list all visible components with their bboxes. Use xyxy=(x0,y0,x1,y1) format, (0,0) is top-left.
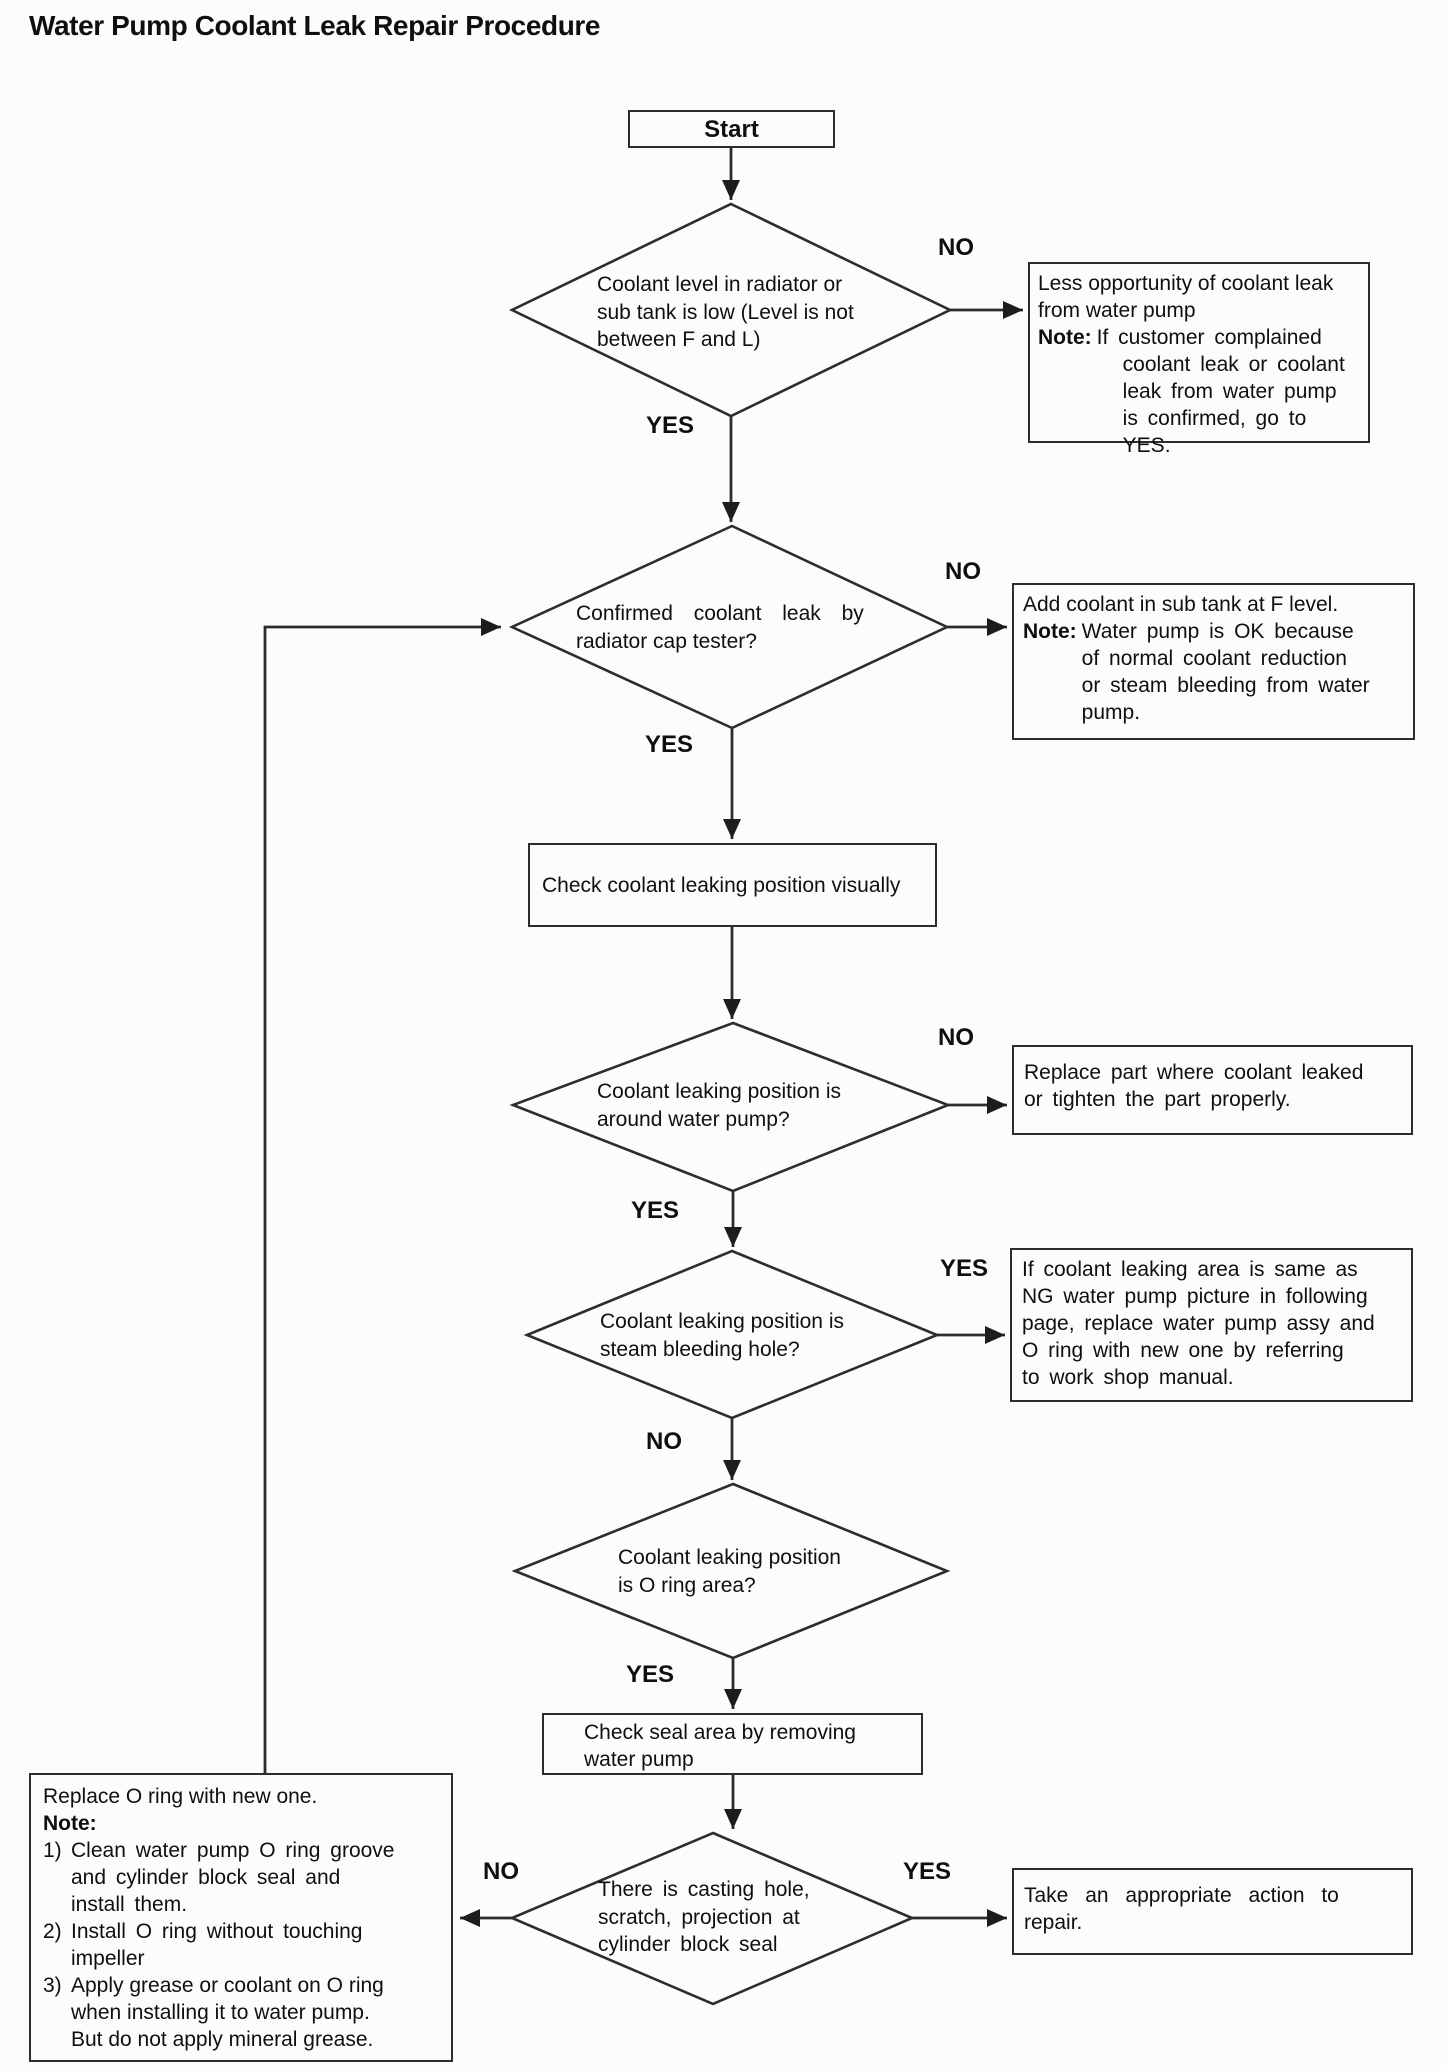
list-item-number: 2) xyxy=(43,1920,62,1943)
box-replace-oring: Replace O ring with new one. Note: 1) Cl… xyxy=(29,1773,453,2062)
box-take-action-line2: repair. xyxy=(1024,1911,1083,1934)
note-label: Note: xyxy=(1038,326,1092,349)
decision-confirm-leak-text: Confirmed coolant leak by radiator cap t… xyxy=(576,600,896,655)
decision-around-pump-outline xyxy=(509,1021,952,1193)
decision-oring-area-text: Coolant leaking position is O ring area? xyxy=(618,1546,841,1597)
list-item: 2) Install O ring without touching impel… xyxy=(43,1918,439,1972)
box-add-coolant-note: Note: Water pump is OK because of normal… xyxy=(1023,618,1404,726)
box-replace-pump-assy: If coolant leaking area is same as NG wa… xyxy=(1010,1248,1413,1402)
decision-check-level-text: Coolant level in radiator or sub tank is… xyxy=(597,273,854,351)
list-item-text: Apply grease or coolant on O ring when i… xyxy=(71,1974,384,2051)
label-confirm-leak-yes: YES xyxy=(645,731,694,758)
label-check-level-yes: YES xyxy=(646,412,695,439)
process-check-position: Check coolant leaking position visually xyxy=(528,843,937,927)
list-item-number: 3) xyxy=(43,1974,62,1997)
list-item-number: 1) xyxy=(43,1839,62,1862)
note-label: Note: xyxy=(1023,620,1077,643)
list-item-text: Clean water pump O ring groove and cylin… xyxy=(71,1839,395,1916)
note-label: Note: xyxy=(43,1812,97,1835)
box-add-coolant: Add coolant in sub tank at F level. Note… xyxy=(1012,583,1415,740)
label-check-level-no: NO xyxy=(938,234,974,261)
label-casting-hole-yes: YES xyxy=(903,1858,952,1885)
box-replace-oring-text: Replace O ring with new one. xyxy=(43,1785,318,1808)
decision-casting-hole-text: There is casting hole, scratch, projecti… xyxy=(598,1878,810,1956)
decision-confirm-leak-line2: radiator cap tester? xyxy=(576,629,757,653)
list-item: 3) Apply grease or coolant on O ring whe… xyxy=(43,1972,439,2053)
label-around-pump-no: NO xyxy=(938,1024,974,1051)
page-title: Water Pump Coolant Leak Repair Procedure xyxy=(29,10,601,41)
start-label: Start xyxy=(704,115,759,143)
box-take-action-line1: Take an appropriate action to xyxy=(1024,1884,1339,1907)
decision-steam-hole-text: Coolant leaking position is steam bleedi… xyxy=(600,1310,844,1361)
arrow-loop-replace-oring-to-confirm-leak xyxy=(263,618,501,1773)
decision-around-pump-text: Coolant leaking position is around water… xyxy=(597,1080,841,1131)
label-steam-hole-no: NO xyxy=(646,1428,682,1455)
list-item-text: Install O ring without touching impeller xyxy=(71,1920,363,1970)
decision-steam-hole-outline xyxy=(523,1249,941,1420)
box-less-opportunity-note: Note: If customer complained coolant lea… xyxy=(1038,324,1360,459)
decision-confirm-leak-outline xyxy=(508,524,951,730)
decision-check-level-outline xyxy=(509,202,953,418)
decision-oring-area-outline xyxy=(511,1482,951,1660)
node-start: Start xyxy=(628,110,835,148)
box-replace-part: Replace part where coolant leaked or tig… xyxy=(1012,1045,1413,1135)
box-replace-pump-assy-text: If coolant leaking area is same as NG wa… xyxy=(1022,1258,1375,1389)
label-around-pump-yes: YES xyxy=(631,1197,680,1224)
box-less-opportunity: Less opportunity of coolant leak from wa… xyxy=(1028,262,1370,457)
process-check-seal-text: Check seal area by removing water pump xyxy=(584,1721,856,1771)
decision-confirm-leak-line1: Confirmed coolant leak by xyxy=(576,602,864,625)
note-text: If customer complained coolant leak or c… xyxy=(1096,326,1345,457)
label-oring-area-yes: YES xyxy=(626,1661,675,1688)
label-casting-hole-no: NO xyxy=(483,1858,519,1885)
label-confirm-leak-no: NO xyxy=(945,558,981,585)
decision-casting-hole-outline xyxy=(508,1831,916,2006)
box-take-action: Take an appropriate action to repair. xyxy=(1012,1868,1413,1955)
note-text: Water pump is OK because of normal coola… xyxy=(1081,620,1370,724)
box-add-coolant-text: Add coolant in sub tank at F level. xyxy=(1023,593,1339,616)
box-replace-part-text: Replace part where coolant leaked or tig… xyxy=(1024,1061,1364,1111)
label-steam-hole-yes: YES xyxy=(940,1255,989,1282)
list-item: 1) Clean water pump O ring groove and cy… xyxy=(43,1837,439,1918)
box-less-opportunity-text: Less opportunity of coolant leak from wa… xyxy=(1038,272,1334,322)
process-check-position-text: Check coolant leaking position visually xyxy=(542,873,901,897)
process-check-seal: Check seal area by removing water pump xyxy=(542,1713,923,1775)
